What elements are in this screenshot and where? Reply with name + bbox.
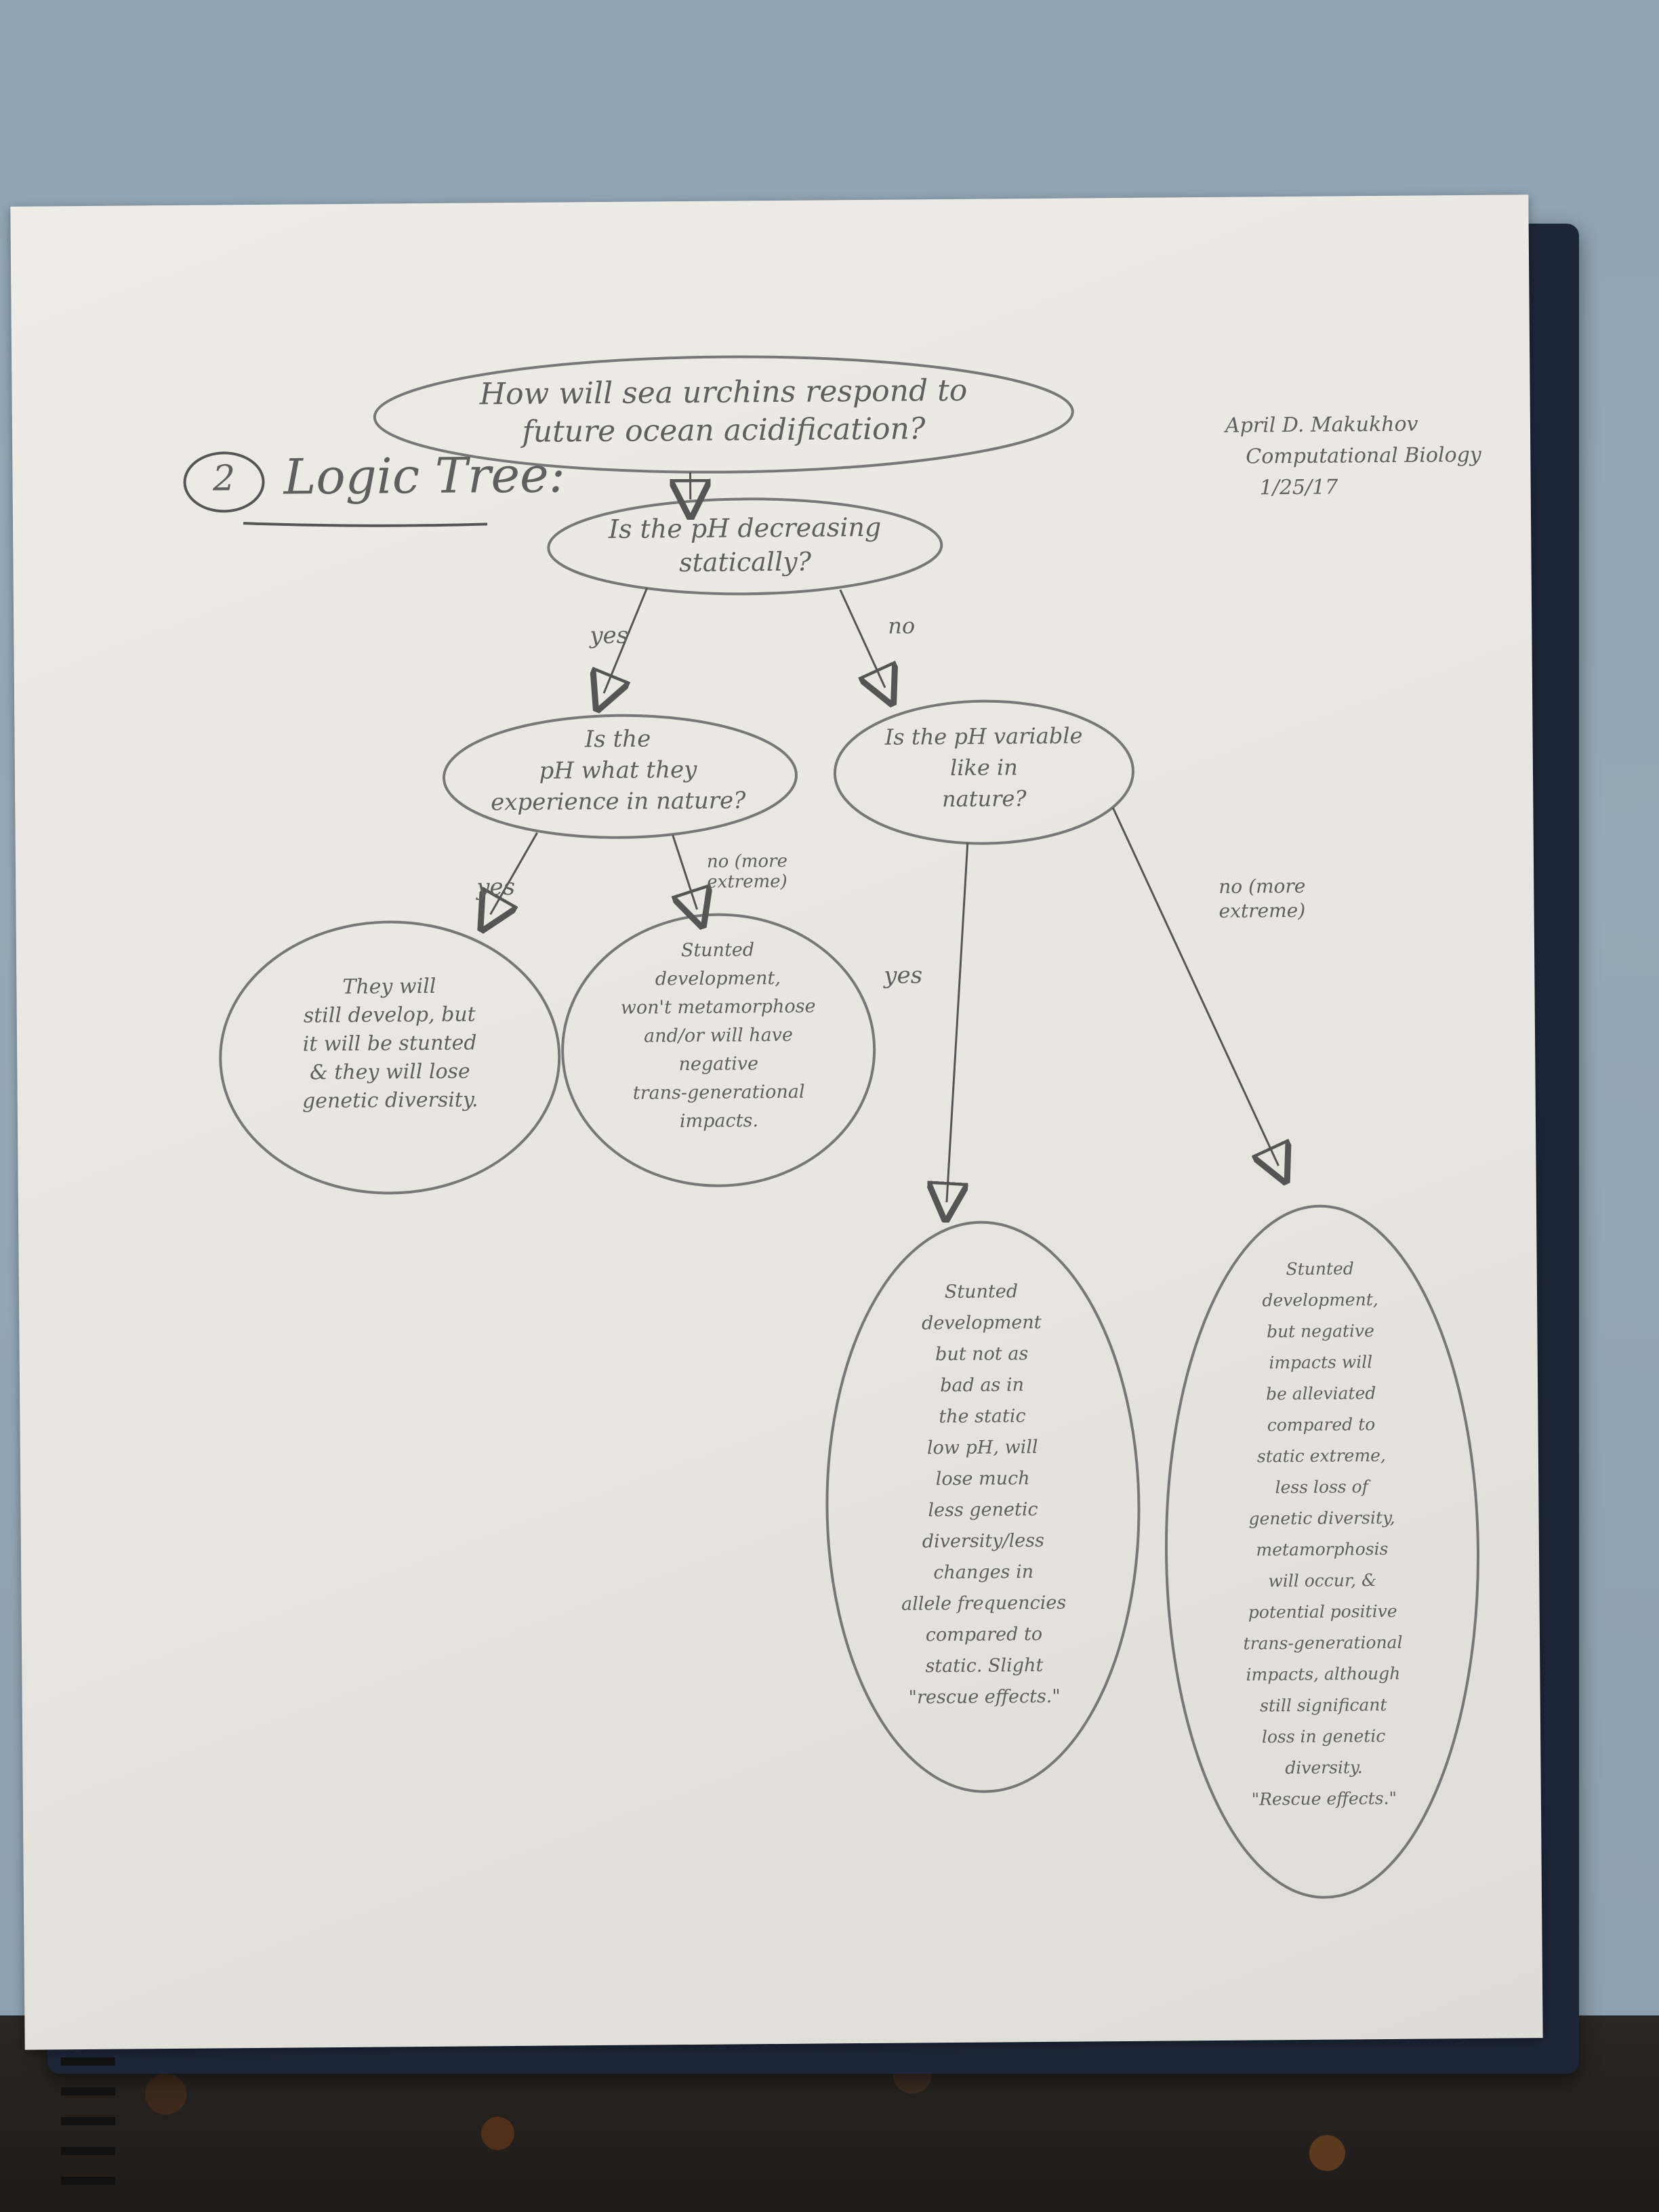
leaf-slight-rescue: Stunted development but not as bad as in… [901,1281,1067,1708]
number-circle: 2 [183,451,265,513]
label-nature-no: no (more extreme) [706,851,788,893]
label-nature-yes: yes [476,874,516,901]
leaf-1-ellipse [219,920,561,1195]
question-static: Is the pH decreasing statically? [608,512,882,578]
leaf-2-ellipse [561,913,876,1187]
course-name: Computational Biology [1246,443,1481,469]
title-underline [243,522,488,527]
leaf-rescue-effects: Stunted development, but negative impact… [1243,1258,1403,1809]
edge-nature-yes [490,832,538,915]
label-static-no: no [888,613,916,639]
question-nature: Is the pH what they experience in nature… [491,725,746,817]
edge-variable-no [1112,807,1278,1167]
edge-static-yes [603,587,649,693]
page-title: Logic Tree: [283,446,566,506]
q-variable-ellipse [833,699,1134,845]
leaf-stunted-development: Stunted development, won't metamorphose … [620,939,816,1132]
label-variable-yes: yes [884,962,923,989]
section-number: 2 [212,458,236,499]
author-name: April D. Makukhov [1225,412,1418,438]
edge-variable-yes [944,842,969,1202]
root-ellipse [373,355,1074,474]
paper-sheet: 2 Logic Tree: April D. Makukhov Computat… [10,194,1543,2050]
date: 1/25/17 [1259,475,1338,500]
root-question: How will sea urchins respond to future o… [479,373,968,449]
label-variable-no: no (more extreme) [1218,874,1306,922]
q-static-ellipse [547,497,943,596]
label-static-yes: yes [590,621,629,650]
edge-static-no [839,589,885,689]
edge-nature-no [673,834,697,909]
question-variable: Is the pH variable like in nature? [884,722,1083,813]
leaf-still-develop: They will still develop, but it will be … [302,974,478,1113]
diagram-lines [219,355,1480,1899]
leaf-3-ellipse [825,1221,1141,1793]
leaf-4-ellipse [1164,1204,1480,1899]
